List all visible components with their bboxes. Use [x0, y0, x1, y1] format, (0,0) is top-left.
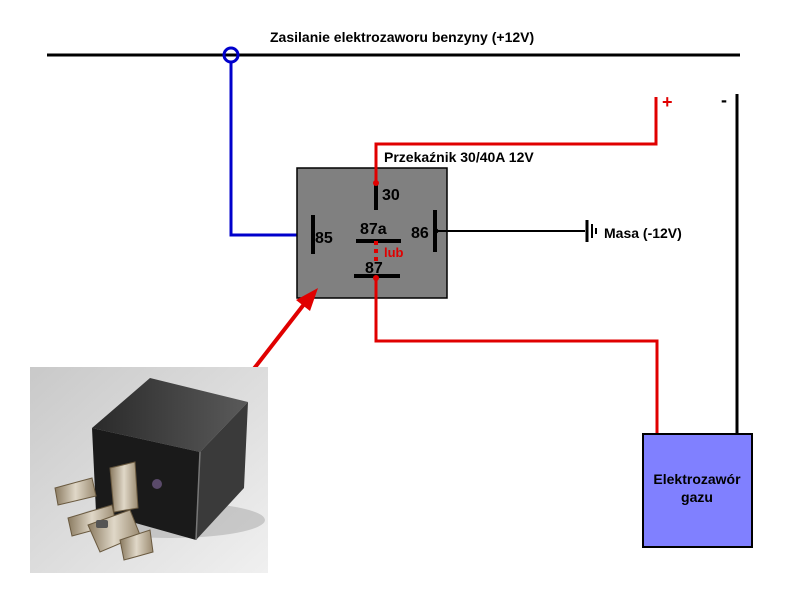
- pointer-arrow-head: [296, 288, 318, 311]
- diagram-title: Zasilanie elektrozaworu benzyny (+12V): [270, 29, 534, 45]
- pin-86-node: [433, 228, 439, 234]
- pin-87-label: 87: [365, 260, 383, 277]
- photo-relay-top: [92, 378, 248, 452]
- output-wire: [374, 276, 659, 434]
- photo-pin-hole: [96, 520, 108, 528]
- valve-box: [642, 433, 753, 548]
- valve-label-line1: Elektrozawór: [653, 471, 741, 487]
- minus-terminal: -: [721, 90, 727, 110]
- photo-relay-side: [196, 402, 248, 540]
- photo-pin-4: [109, 461, 139, 513]
- pin-30-node: [373, 180, 379, 186]
- control-wire: [229, 62, 312, 237]
- positive-wire: [374, 97, 658, 185]
- alt-link-label: lub: [384, 245, 404, 260]
- pin-85-label: 85: [315, 230, 333, 247]
- pin-30-label: 30: [382, 187, 400, 204]
- relay-label: Przekaźnik 30/40A 12V: [384, 149, 534, 165]
- photo-relay-dot: [152, 479, 162, 489]
- photo-relay-front: [92, 428, 200, 540]
- photo-pin-1: [54, 477, 97, 506]
- photo-relay-edge: [195, 451, 201, 541]
- valve-label-line2: gazu: [681, 489, 713, 505]
- pin-87-node: [373, 275, 379, 281]
- pin-87a-label: 87a: [360, 221, 387, 238]
- ground-label: Masa (-12V): [604, 225, 682, 241]
- relay-photo: [30, 367, 268, 573]
- plus-terminal: +: [662, 92, 673, 112]
- photo-pin-5: [119, 529, 154, 561]
- pin-86-label: 86: [411, 225, 429, 242]
